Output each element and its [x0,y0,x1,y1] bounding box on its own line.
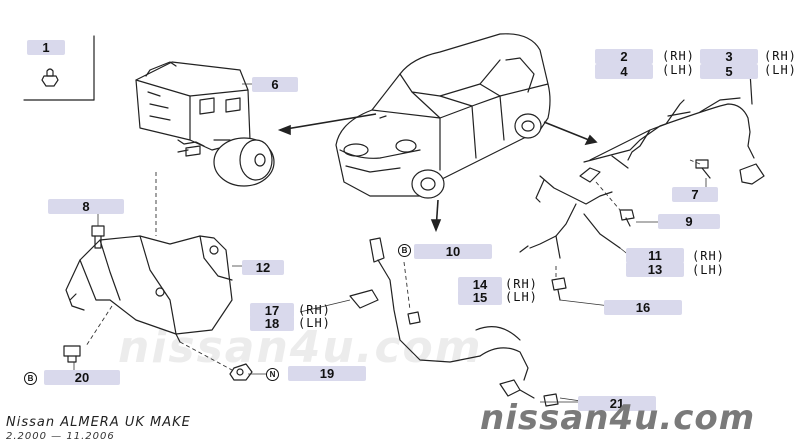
bolt-9-drawing [619,209,635,227]
callout-20[interactable]: 20 [44,370,120,385]
car-drawing [335,33,551,199]
watermark-logo: nissan4u.com [480,398,756,438]
callout-10[interactable]: 10 [414,244,492,259]
marker-b: B [24,372,37,385]
callout-18[interactable]: 18 [250,316,294,331]
clip-part-drawing [23,35,95,101]
callout-19[interactable]: 19 [288,366,366,381]
bolt-7-drawing [695,159,711,179]
front-harness-drawing [519,175,621,259]
callout-12[interactable]: 12 [242,260,284,275]
callout-8[interactable]: 8 [48,199,124,214]
callout-15[interactable]: 15 [458,290,502,305]
side-label-rh: (RH) [692,249,725,263]
model-title: Nissan ALMERA UK MAKE [6,415,191,430]
side-label-lh: (LH) [764,63,797,77]
rear-sensor-drawing [349,237,535,399]
callout-2[interactable]: 2 [595,49,653,64]
marker-b: B [398,244,411,257]
callout-21[interactable]: 21 [578,396,656,411]
callout-11[interactable]: 11 [626,248,684,263]
side-label-rh: (RH) [298,303,331,317]
callout-7[interactable]: 7 [672,187,718,202]
side-label-lh: (LH) [298,316,331,330]
side-label-rh: (RH) [505,277,538,291]
model-dates: 2.2000 — 11.2006 [6,431,115,442]
bracket-drawing [65,235,233,343]
abs-actuator-drawing [135,61,275,187]
marker-n: N [266,368,279,381]
callout-16[interactable]: 16 [604,300,682,315]
bolt-21-drawing [543,393,559,407]
bolt-16-drawing [551,277,567,301]
front-sensor-drawing [579,71,765,185]
callout-17[interactable]: 17 [250,303,294,318]
callout-9[interactable]: 9 [658,214,720,229]
side-label-lh: (LH) [662,63,695,77]
bolt-20-drawing [63,345,81,363]
nut-19-drawing [229,363,253,381]
side-label-rh: (RH) [662,49,695,63]
callout-6[interactable]: 6 [252,77,298,92]
callout-14[interactable]: 14 [458,277,502,292]
callout-3[interactable]: 3 [700,49,758,64]
side-label-rh: (RH) [764,49,797,63]
callout-5[interactable]: 5 [700,64,758,79]
side-label-lh: (LH) [692,263,725,277]
bolt-8-drawing [91,225,105,249]
callout-1[interactable]: 1 [27,40,65,55]
callout-13[interactable]: 13 [626,262,684,277]
side-label-lh: (LH) [505,290,538,304]
callout-4[interactable]: 4 [595,64,653,79]
